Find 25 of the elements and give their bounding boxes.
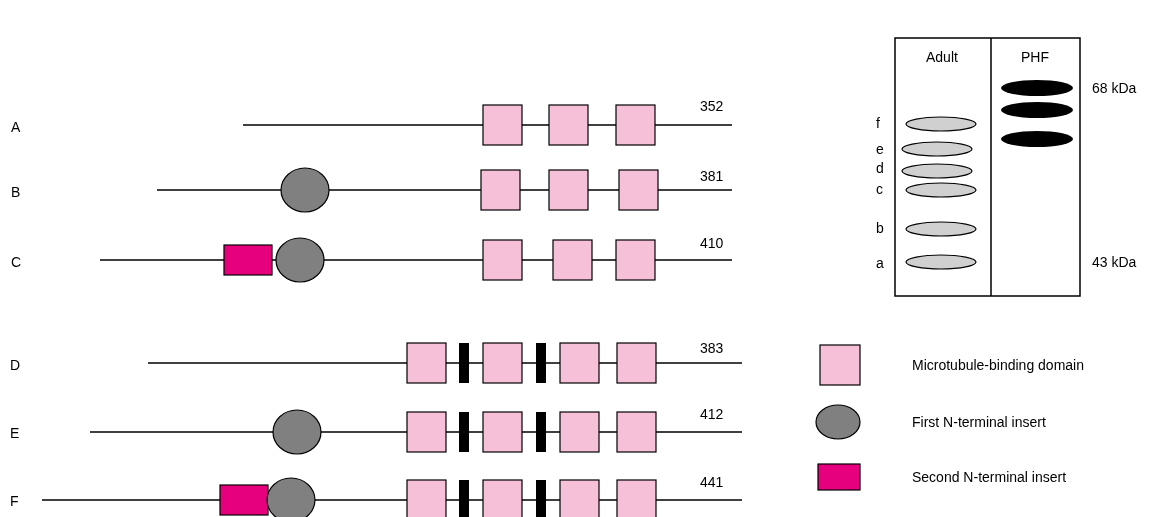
band-letter: d xyxy=(876,160,884,176)
lane-label: Adult xyxy=(926,49,958,65)
residue-count: 383 xyxy=(700,340,724,356)
legend-text: First N-terminal insert xyxy=(912,414,1046,430)
isoform-letter: F xyxy=(10,493,19,509)
band-letter: a xyxy=(876,255,884,271)
band-letter: f xyxy=(876,115,880,131)
band-letter: c xyxy=(876,181,883,197)
residue-count: 352 xyxy=(700,98,724,114)
residue-count: 410 xyxy=(700,235,724,251)
legend-text: Microtubule-binding domain xyxy=(912,357,1084,373)
lane-label: PHF xyxy=(1021,49,1049,65)
isoform-letter: A xyxy=(11,119,21,135)
residue-count: 412 xyxy=(700,406,724,422)
band-letter: e xyxy=(876,141,884,157)
residue-count: 441 xyxy=(700,474,724,490)
isoform-letter: B xyxy=(11,184,21,200)
band-letter: b xyxy=(876,220,884,236)
legend-text: Second N-terminal insert xyxy=(912,469,1067,485)
size-marker: 68 kDa xyxy=(1092,80,1137,96)
isoform-letter: C xyxy=(11,254,22,270)
size-marker: 43 kDa xyxy=(1092,254,1137,270)
isoform-letter: E xyxy=(10,425,20,441)
residue-count: 381 xyxy=(700,168,724,184)
isoform-letter: D xyxy=(10,357,21,373)
